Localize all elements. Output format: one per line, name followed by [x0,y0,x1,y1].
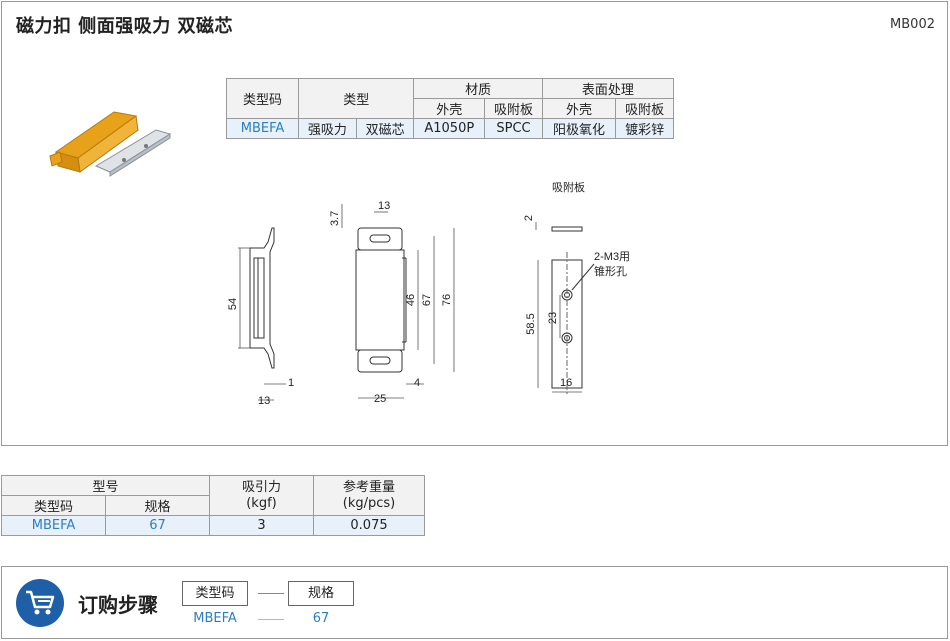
val-plate-mat: SPCC [484,118,543,139]
plate-thin-view [551,226,583,232]
plate-label: 吸附板 [552,180,585,194]
dim-76: 76 [441,294,453,306]
th-model: 型号 [1,475,210,496]
th-shell: 外壳 [413,98,486,119]
val-plate-surf: 镀彩锌 [615,118,674,139]
th-force: 吸引力 (kgf) [209,475,314,516]
th-surface: 表面处理 [541,78,675,99]
front-view [355,227,407,373]
th-order-type-code: 类型码 [1,495,106,516]
page-title: 磁力扣 侧面强吸力 双磁芯 [16,16,234,37]
order-steps-panel: 订购步骤 类型码 规格 MBEFA 67 [1,566,948,639]
dim-58-5: 58.5 [525,313,537,334]
step-spec-value: 67 [312,611,330,626]
dim-2: 2 [523,215,535,221]
dim-13-bottom: 13 [258,395,270,407]
th-type: 类型 [297,78,415,119]
order-force: 3 [209,515,314,536]
step-spec-box: 规格 [288,581,354,606]
dim-1: 1 [288,377,294,389]
hole-label-1: 2-M3用 [594,251,630,263]
val-type-b: 双磁芯 [355,118,415,139]
th-order-spec: 规格 [105,495,210,516]
th-plate: 吸附板 [484,98,543,119]
step-type-code-box: 类型码 [182,581,248,606]
order-spec[interactable]: 67 [105,515,210,536]
step-separator [258,593,284,594]
dim-23: 23 [547,312,559,324]
spec-table: 类型码 类型 材质 表面处理 外壳 吸附板 外壳 吸附板 MBEFA 强吸力 双… [226,78,675,139]
val-type-a: 强吸力 [298,118,357,139]
dim-67: 67 [421,294,433,306]
order-steps-title: 订购步骤 [78,593,158,617]
cart-icon [16,579,64,627]
step-type-code-value: MBEFA [193,611,237,626]
val-shell-mat: A1050P [413,118,486,139]
hole-label-2: 锥形孔 [594,265,627,278]
product-panel: 磁力扣 侧面强吸力 双磁芯 MB002 类型码 类型 材质 表面处理 外壳 吸附… [1,1,948,446]
val-shell-surf: 阳极氧化 [541,118,617,139]
th-shell-surf: 外壳 [541,98,617,119]
val-type-code[interactable]: MBEFA [226,118,299,139]
product-image [49,111,172,177]
dim-25: 25 [374,393,386,405]
plate-front-view [551,252,595,396]
product-code: MB002 [890,17,935,32]
order-weight: 0.075 [313,515,425,536]
th-material: 材质 [413,78,543,99]
dim-3-7: 3.7 [329,211,341,226]
dim-46: 46 [405,294,417,306]
th-type-code: 类型码 [226,78,299,119]
step-value-separator [258,619,284,620]
side-view [249,227,275,369]
dim-54: 54 [227,298,239,310]
th-plate-surf: 吸附板 [615,98,674,119]
technical-drawing: 3.7 13 54 46 67 76 1 13 4 25 吸附板 2 2-M3用… [227,180,630,407]
dim-16: 16 [560,377,572,389]
th-weight: 参考重量 (kg/pcs) [313,475,425,516]
order-type-code[interactable]: MBEFA [1,515,106,536]
dim-4: 4 [414,377,420,389]
dim-13-top: 13 [378,200,390,212]
order-table: 型号 吸引力 (kgf) 参考重量 (kg/pcs) 类型码 规格 MBEFA … [1,475,425,536]
